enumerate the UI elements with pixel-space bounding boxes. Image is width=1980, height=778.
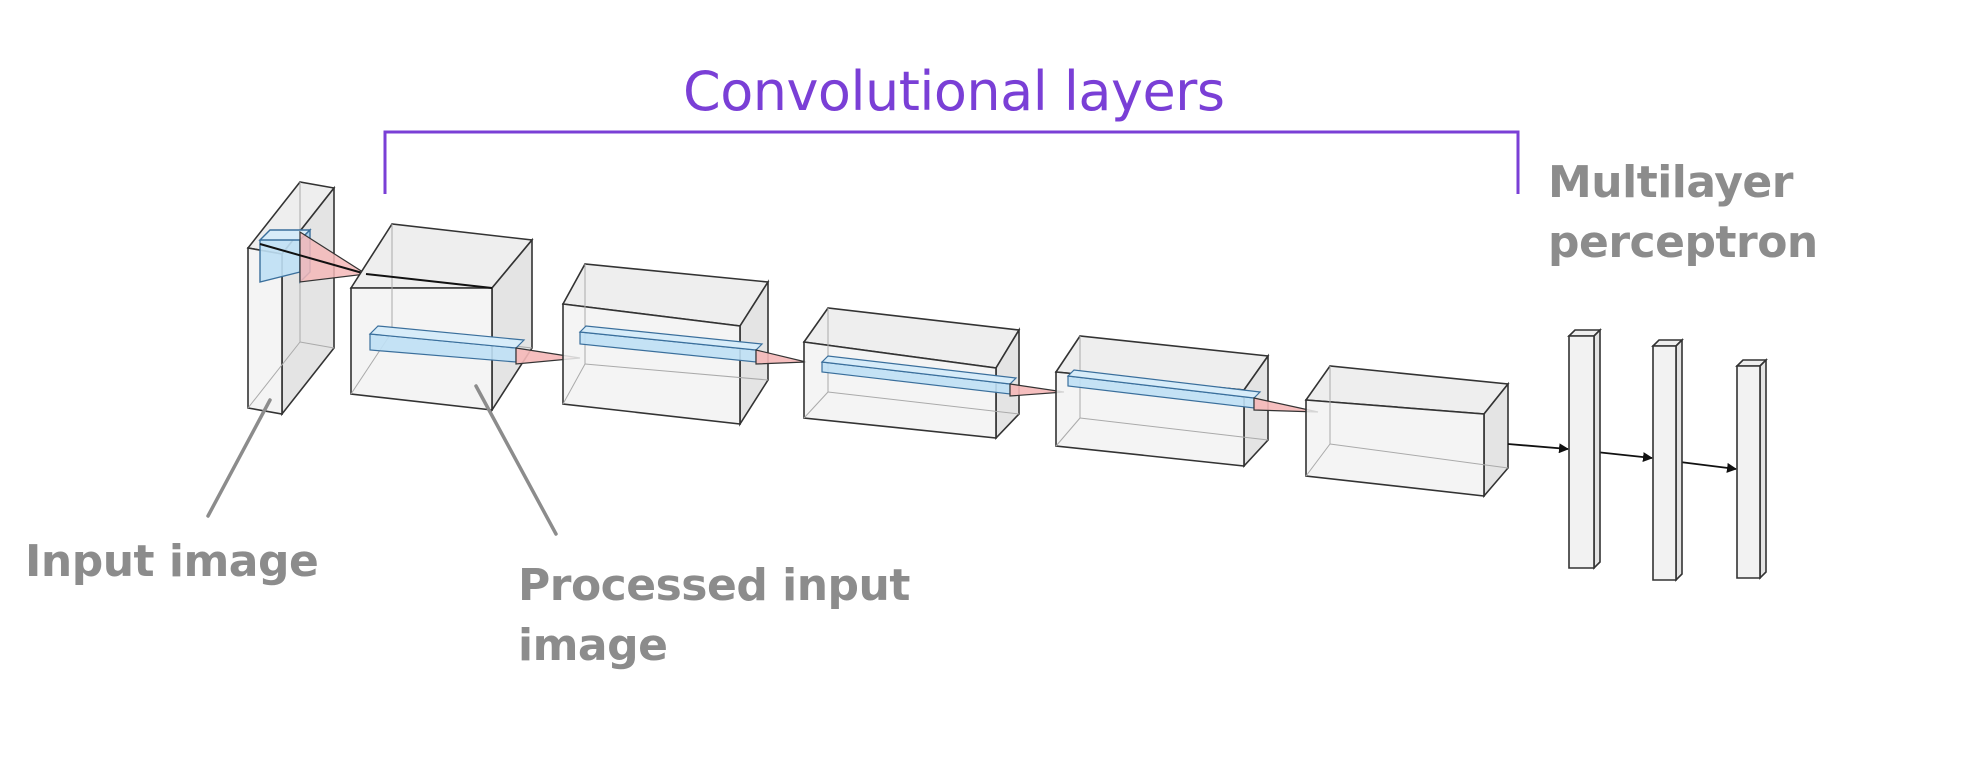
arrow-conv-to-mlp-1 xyxy=(1507,443,1569,454)
conv-bracket xyxy=(383,130,1520,194)
conv-block-2-kernel xyxy=(578,325,764,363)
label-leaders xyxy=(206,384,558,536)
input-image-block xyxy=(246,181,336,417)
conv-block-1 xyxy=(349,223,534,413)
mlp-title-line-1: Multilayer xyxy=(1548,157,1793,208)
conv-block-1-kernel xyxy=(368,325,526,363)
conv-block-5 xyxy=(1304,365,1510,499)
arrow-mlp-1-to-2 xyxy=(1595,451,1653,463)
conv-block-4-cone xyxy=(1253,397,1319,413)
mlp-layer-2 xyxy=(1651,338,1684,582)
mlp-title-line-2: perceptron xyxy=(1548,217,1818,268)
mlp-title: Multilayer perceptron xyxy=(1548,153,1818,273)
input-image-leader xyxy=(206,398,272,518)
processed-image-label: Processed input image xyxy=(518,556,910,676)
conv-block-3 xyxy=(802,307,1021,440)
conv-layers-title: Convolutional layers xyxy=(683,60,1225,123)
mlp-layer-3 xyxy=(1735,358,1768,580)
mlp-layer-1 xyxy=(1567,328,1602,570)
processed-image-label-line-2: image xyxy=(518,620,668,671)
mlp-arrows xyxy=(1507,443,1737,473)
conv-block-1-cone xyxy=(515,347,581,365)
processed-image-leader xyxy=(474,384,558,536)
arrow-mlp-2-to-3 xyxy=(1679,461,1737,473)
input-cone xyxy=(259,230,368,283)
input-image-label: Input image xyxy=(25,536,319,587)
conv-block-2-cone xyxy=(755,349,807,365)
processed-image-label-line-1: Processed input xyxy=(518,560,910,611)
conv-block-3-cone xyxy=(1009,383,1065,397)
